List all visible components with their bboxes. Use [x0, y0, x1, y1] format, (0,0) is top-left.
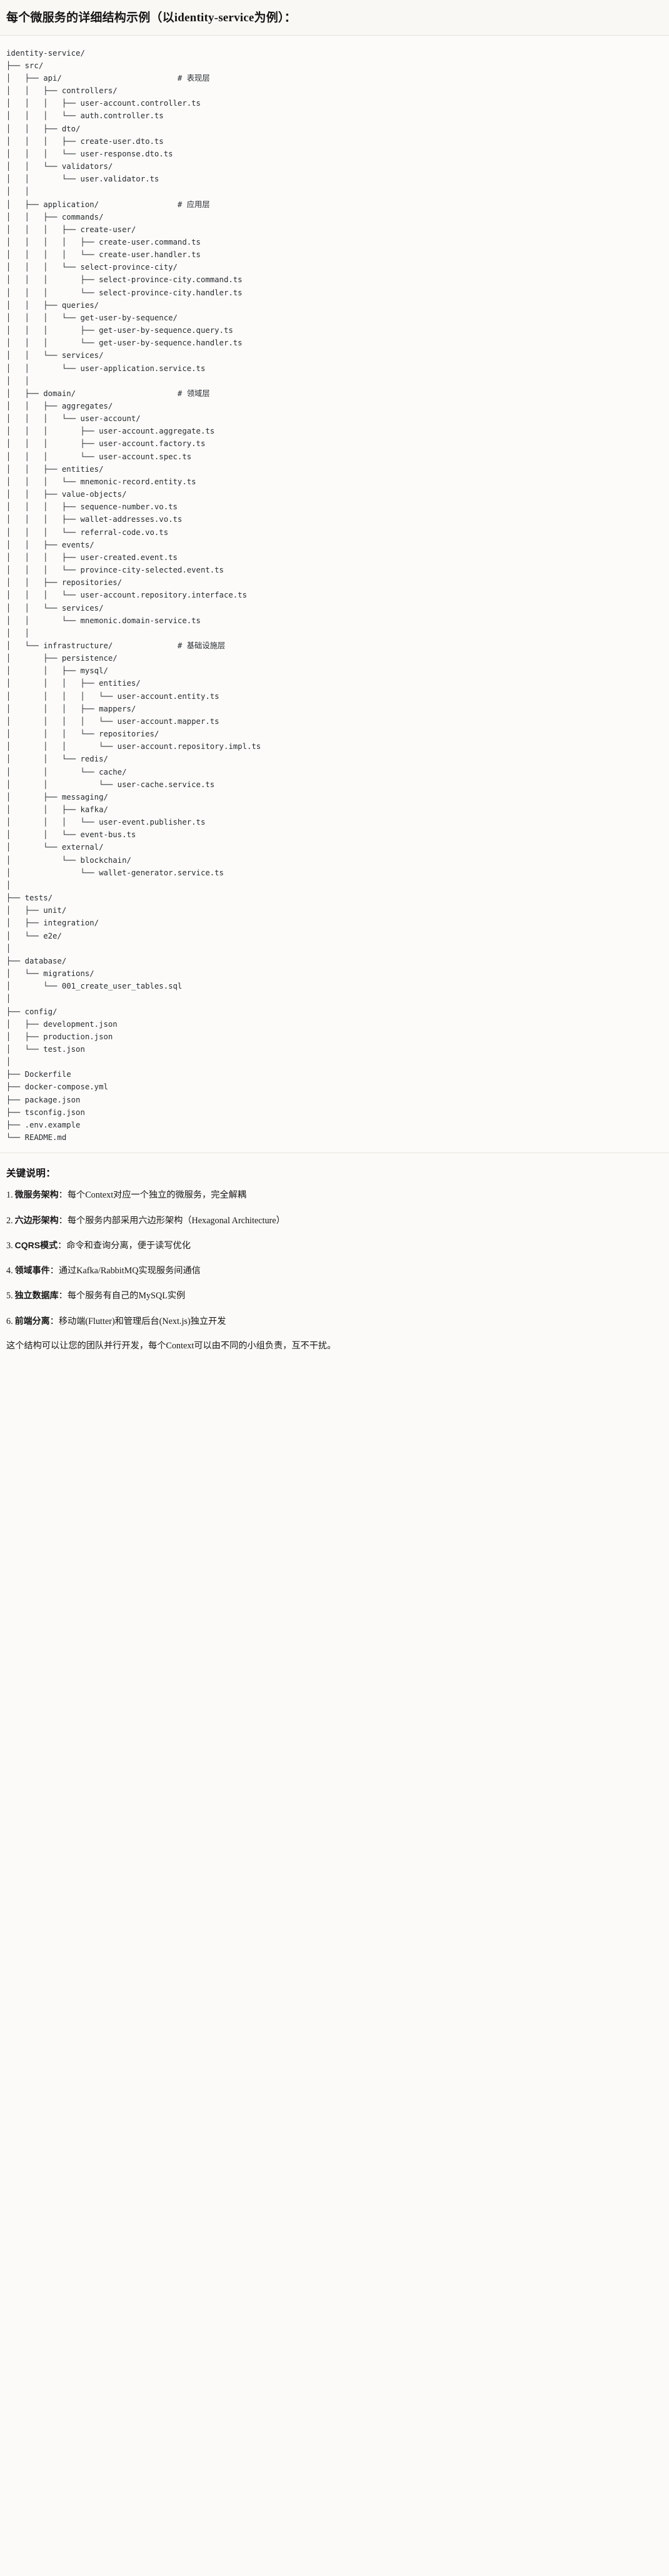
closing-paragraph: 这个结构可以让您的团队并行开发，每个Context可以由不同的小组负责，互不干扰…	[6, 1341, 336, 1352]
key-note-term: 六边形架构	[14, 1214, 59, 1225]
key-note-term: 微服务架构	[14, 1189, 59, 1200]
key-note-separator: ：	[58, 1190, 68, 1201]
key-note-separator: ：	[58, 1240, 67, 1251]
key-note-item: 微服务架构：每个Context对应一个独立的微服务，完全解耦	[6, 1188, 663, 1202]
key-note-term: 前端分离	[14, 1315, 50, 1326]
key-note-item: CQRS模式：命令和查询分离，便于读写优化	[6, 1239, 663, 1253]
key-note-description: 每个服务内部采用六边形架构（Hexagonal Architecture）	[67, 1215, 285, 1226]
directory-tree-block: identity-service/ ├── src/ │ ├── api/ # …	[0, 35, 669, 1154]
directory-tree: identity-service/ ├── src/ │ ├── api/ # …	[6, 48, 261, 1143]
key-notes-list: 微服务架构：每个Context对应一个独立的微服务，完全解耦六边形架构：每个服务…	[6, 1188, 663, 1328]
key-note-separator: ：	[49, 1316, 59, 1326]
key-note-description: 命令和查询分离，便于读写优化	[66, 1240, 191, 1251]
key-notes-section: 关键说明： 微服务架构：每个Context对应一个独立的微服务，完全解耦六边形架…	[0, 1153, 669, 1360]
key-note-item: 六边形架构：每个服务内部采用六边形架构（Hexagonal Architectu…	[6, 1214, 663, 1228]
key-note-description: 通过Kafka/RabbitMQ实现服务间通信	[58, 1266, 201, 1276]
key-note-separator: ：	[58, 1215, 68, 1226]
document-page: 每个微服务的详细结构示例（以identity-service为例）： ident…	[0, 0, 669, 1359]
key-note-description: 每个Context对应一个独立的微服务，完全解耦	[67, 1190, 246, 1201]
key-note-item: 独立数据库：每个服务有自己的MySQL实例	[6, 1289, 663, 1303]
key-note-description: 移动端(Flutter)和管理后台(Next.js)独立开发	[58, 1316, 226, 1326]
key-note-term: 独立数据库	[14, 1290, 59, 1301]
key-note-separator: ：	[49, 1266, 59, 1276]
key-note-separator: ：	[58, 1291, 68, 1301]
key-note-term: CQRS模式	[14, 1240, 58, 1250]
page-title: 每个微服务的详细结构示例（以identity-service为例）：	[6, 11, 296, 24]
key-note-description: 每个服务有自己的MySQL实例	[67, 1291, 186, 1301]
key-note-item: 领域事件：通过Kafka/RabbitMQ实现服务间通信	[6, 1264, 663, 1278]
key-notes-heading: 关键说明：	[6, 1168, 56, 1179]
key-note-term: 领域事件	[14, 1265, 50, 1276]
document-header: 每个微服务的详细结构示例（以identity-service为例）：	[0, 0, 669, 36]
key-note-item: 前端分离：移动端(Flutter)和管理后台(Next.js)独立开发	[6, 1315, 663, 1328]
